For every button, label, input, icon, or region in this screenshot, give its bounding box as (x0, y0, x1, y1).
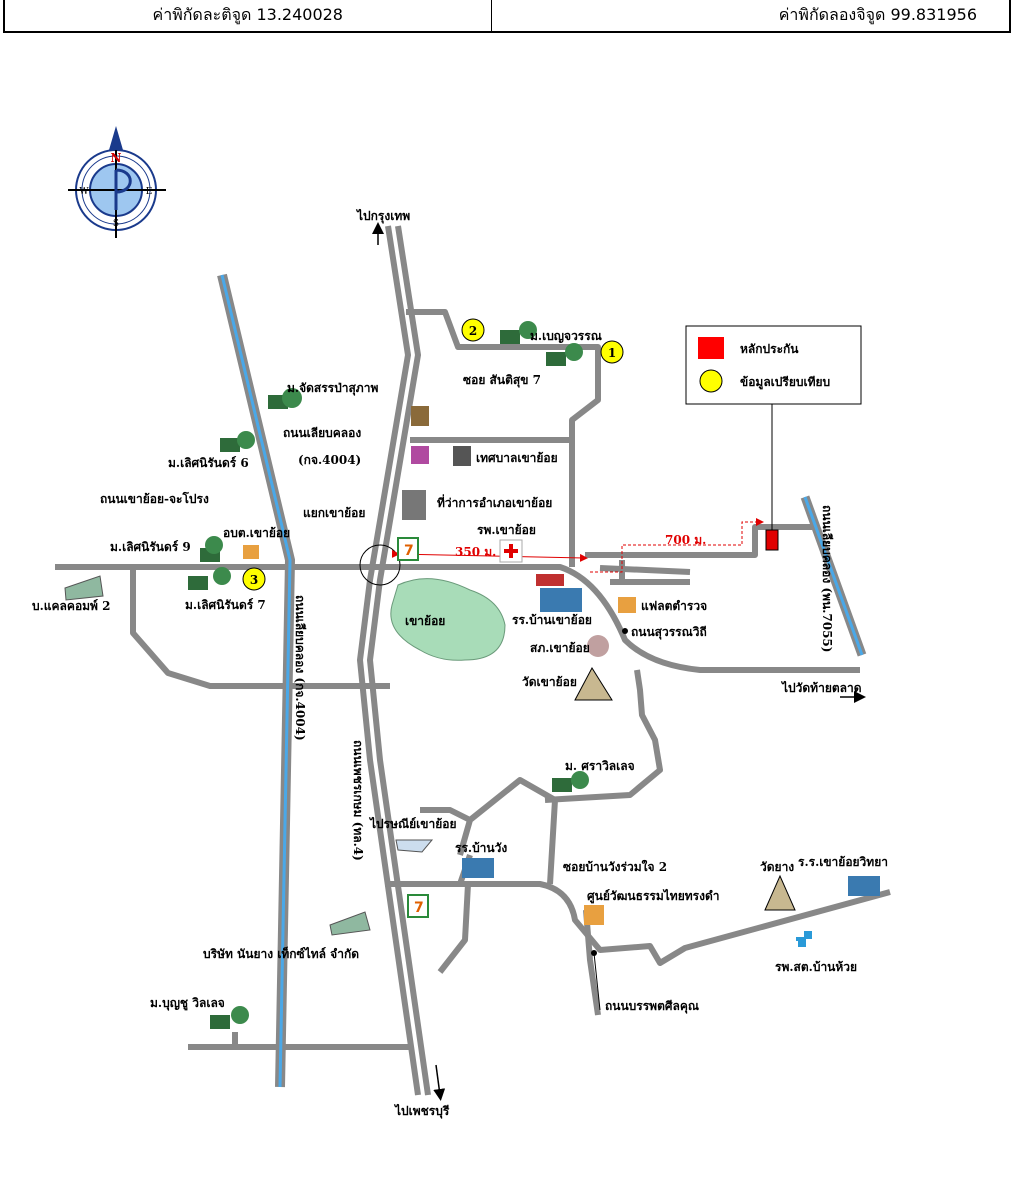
label-post-office: ไปรษณีย์เขาย้อย (368, 816, 456, 831)
svg-text:2: 2 (469, 324, 477, 338)
label-tesaban: เทศบาลเขาย้อย (476, 451, 558, 465)
coordinate-header: ค่าพิกัดละติจูด 13.240028 ค่าพิกัดลองจิจ… (3, 0, 1011, 33)
longitude-cell: ค่าพิกัดลองจิจูด 99.831956 (778, 5, 977, 24)
label-distance-350: 350 ม. (455, 545, 496, 559)
svg-text:7: 7 (414, 900, 424, 916)
label-school-ban-wang: รร.บ้านวัง (455, 841, 507, 855)
label-road-khaoyoi: ถนนเขาย้อย-จะโปรง (100, 491, 209, 506)
compass-east-label: E (146, 187, 153, 197)
svg-text:7: 7 (404, 543, 414, 559)
label-khaoyoi-hill: เขาย้อย (405, 614, 445, 628)
label-school-khaoyoi-wittaya: ร.ร.เขาย้อยวิทยา (798, 855, 888, 869)
compass-north-label: N (111, 151, 122, 165)
legend-comparable-swatch (699, 369, 723, 393)
label-wat-yang: วัดยาง (760, 860, 794, 874)
collateral-marker (765, 529, 779, 551)
latitude-cell: ค่าพิกัดละติจูด 13.240028 (5, 0, 492, 31)
label-m-sara: ม. ศราวิลเลจ (565, 759, 635, 773)
label-to-phetchaburi: ไปเพชรบุรี (393, 1103, 450, 1119)
label-road-liab-khlong-vertical: ถนนเลียบคลอง (กจ.4004) (293, 595, 307, 741)
label-to-wat-thai-talad: ไปวัดท้ายตลาด (780, 680, 862, 695)
label-road-banphot: ถนนบรรพตศีลคุณ (605, 999, 699, 1014)
svg-text:1: 1 (608, 346, 616, 360)
distance-700-arrow (590, 518, 764, 573)
label-m-jadsan: ม.จัดสรรป่าสุภาพ (287, 381, 378, 396)
label-road-suwanwithi: ถนนสุวรรณวิถี (631, 625, 707, 640)
label-police-flat: แฟลตตำรวจ (641, 599, 707, 613)
label-road-phetkasem: ถนนเพชรเกษม (ทล.4) (351, 740, 365, 861)
label-distance-700: 700 ม. (665, 533, 706, 547)
label-calcomp: บ.แคลคอมพ์ 2 (32, 599, 111, 613)
label-to-bangkok: ไปกรุงเทพ (355, 208, 410, 224)
label-m-boonchoo: ม.บุญชู วิลเลจ (150, 996, 225, 1011)
legend-collateral-swatch (698, 337, 724, 359)
label-m-benjawan: ม.เบญจวรรณ (530, 329, 602, 343)
compass-west-label: W (79, 187, 89, 197)
label-soi-ban-wang: ซอยบ้านวังร่วมใจ 2 (563, 859, 667, 874)
legend: หลักประกัน ข้อมูลเปรียบเทียบ (685, 325, 862, 530)
label-rph-ban-huai: รพ.สต.บ้านห้วย (775, 960, 857, 974)
compass-south-label: S (113, 219, 119, 229)
label-textile: บริษัท นันยาง เท็กซ์ไทล์ จำกัด (203, 946, 359, 961)
label-school-ban-khaoyoi: รร.บ้านเขาย้อย (512, 613, 592, 627)
label-yaek-khaoyoi: แยกเขาย้อย (303, 506, 365, 520)
intersection-circle (359, 544, 401, 586)
hill-khaoyoi (390, 578, 506, 661)
legend-comparable-label: ข้อมูลเปรียบเทียบ (740, 375, 830, 390)
label-m-loet-6: ม.เลิศนิรันดร์ 6 (168, 456, 249, 470)
label-soi-santisuk: ซอย สันติสุข 7 (463, 373, 541, 388)
label-hospital: รพ.เขาย้อย (477, 523, 536, 537)
label-road-liab-khlong: ถนนเลียบคลอง (283, 426, 361, 440)
label-police-station: สภ.เขาย้อย (530, 641, 590, 655)
south-arrow (433, 1064, 446, 1101)
distance-350-arrow (391, 549, 588, 562)
compass-icon: N E S W (68, 126, 166, 238)
suwanwithi-dot (622, 628, 628, 634)
road-network (55, 309, 891, 1050)
label-m-loet-7: ม.เลิศนิรันดร์ 7 (185, 598, 266, 612)
comparable-marker-1: 1 (600, 340, 624, 364)
label-m-loet-9: ม.เลิศนิรันดร์ 9 (110, 540, 191, 554)
legend-collateral-label: หลักประกัน (740, 342, 799, 356)
highway-4 (356, 225, 431, 1096)
village-icons (188, 321, 589, 1029)
building-icons: 7 7 (64, 406, 880, 947)
svg-text:3: 3 (250, 573, 258, 587)
label-district-office: ที่ว่าการอำเภอเขาย้อย (437, 494, 552, 510)
canal-east (800, 495, 867, 657)
canal-west (217, 273, 296, 1088)
label-road-liab-khlong-7055: ถนนเลียบคลอง (พน.7055) (820, 505, 834, 652)
comparable-marker-3: 3 (242, 567, 266, 591)
label-obt: อบต.เขาย้อย (223, 526, 290, 540)
label-wat-khaoyoi: วัดเขาย้อย (522, 675, 577, 689)
label-kor-4004: (กจ.4004) (298, 453, 361, 467)
comparable-marker-2: 2 (461, 318, 485, 342)
label-culture-center: ศูนย์วัฒนธรรมไทยทรงดำ (587, 888, 719, 904)
